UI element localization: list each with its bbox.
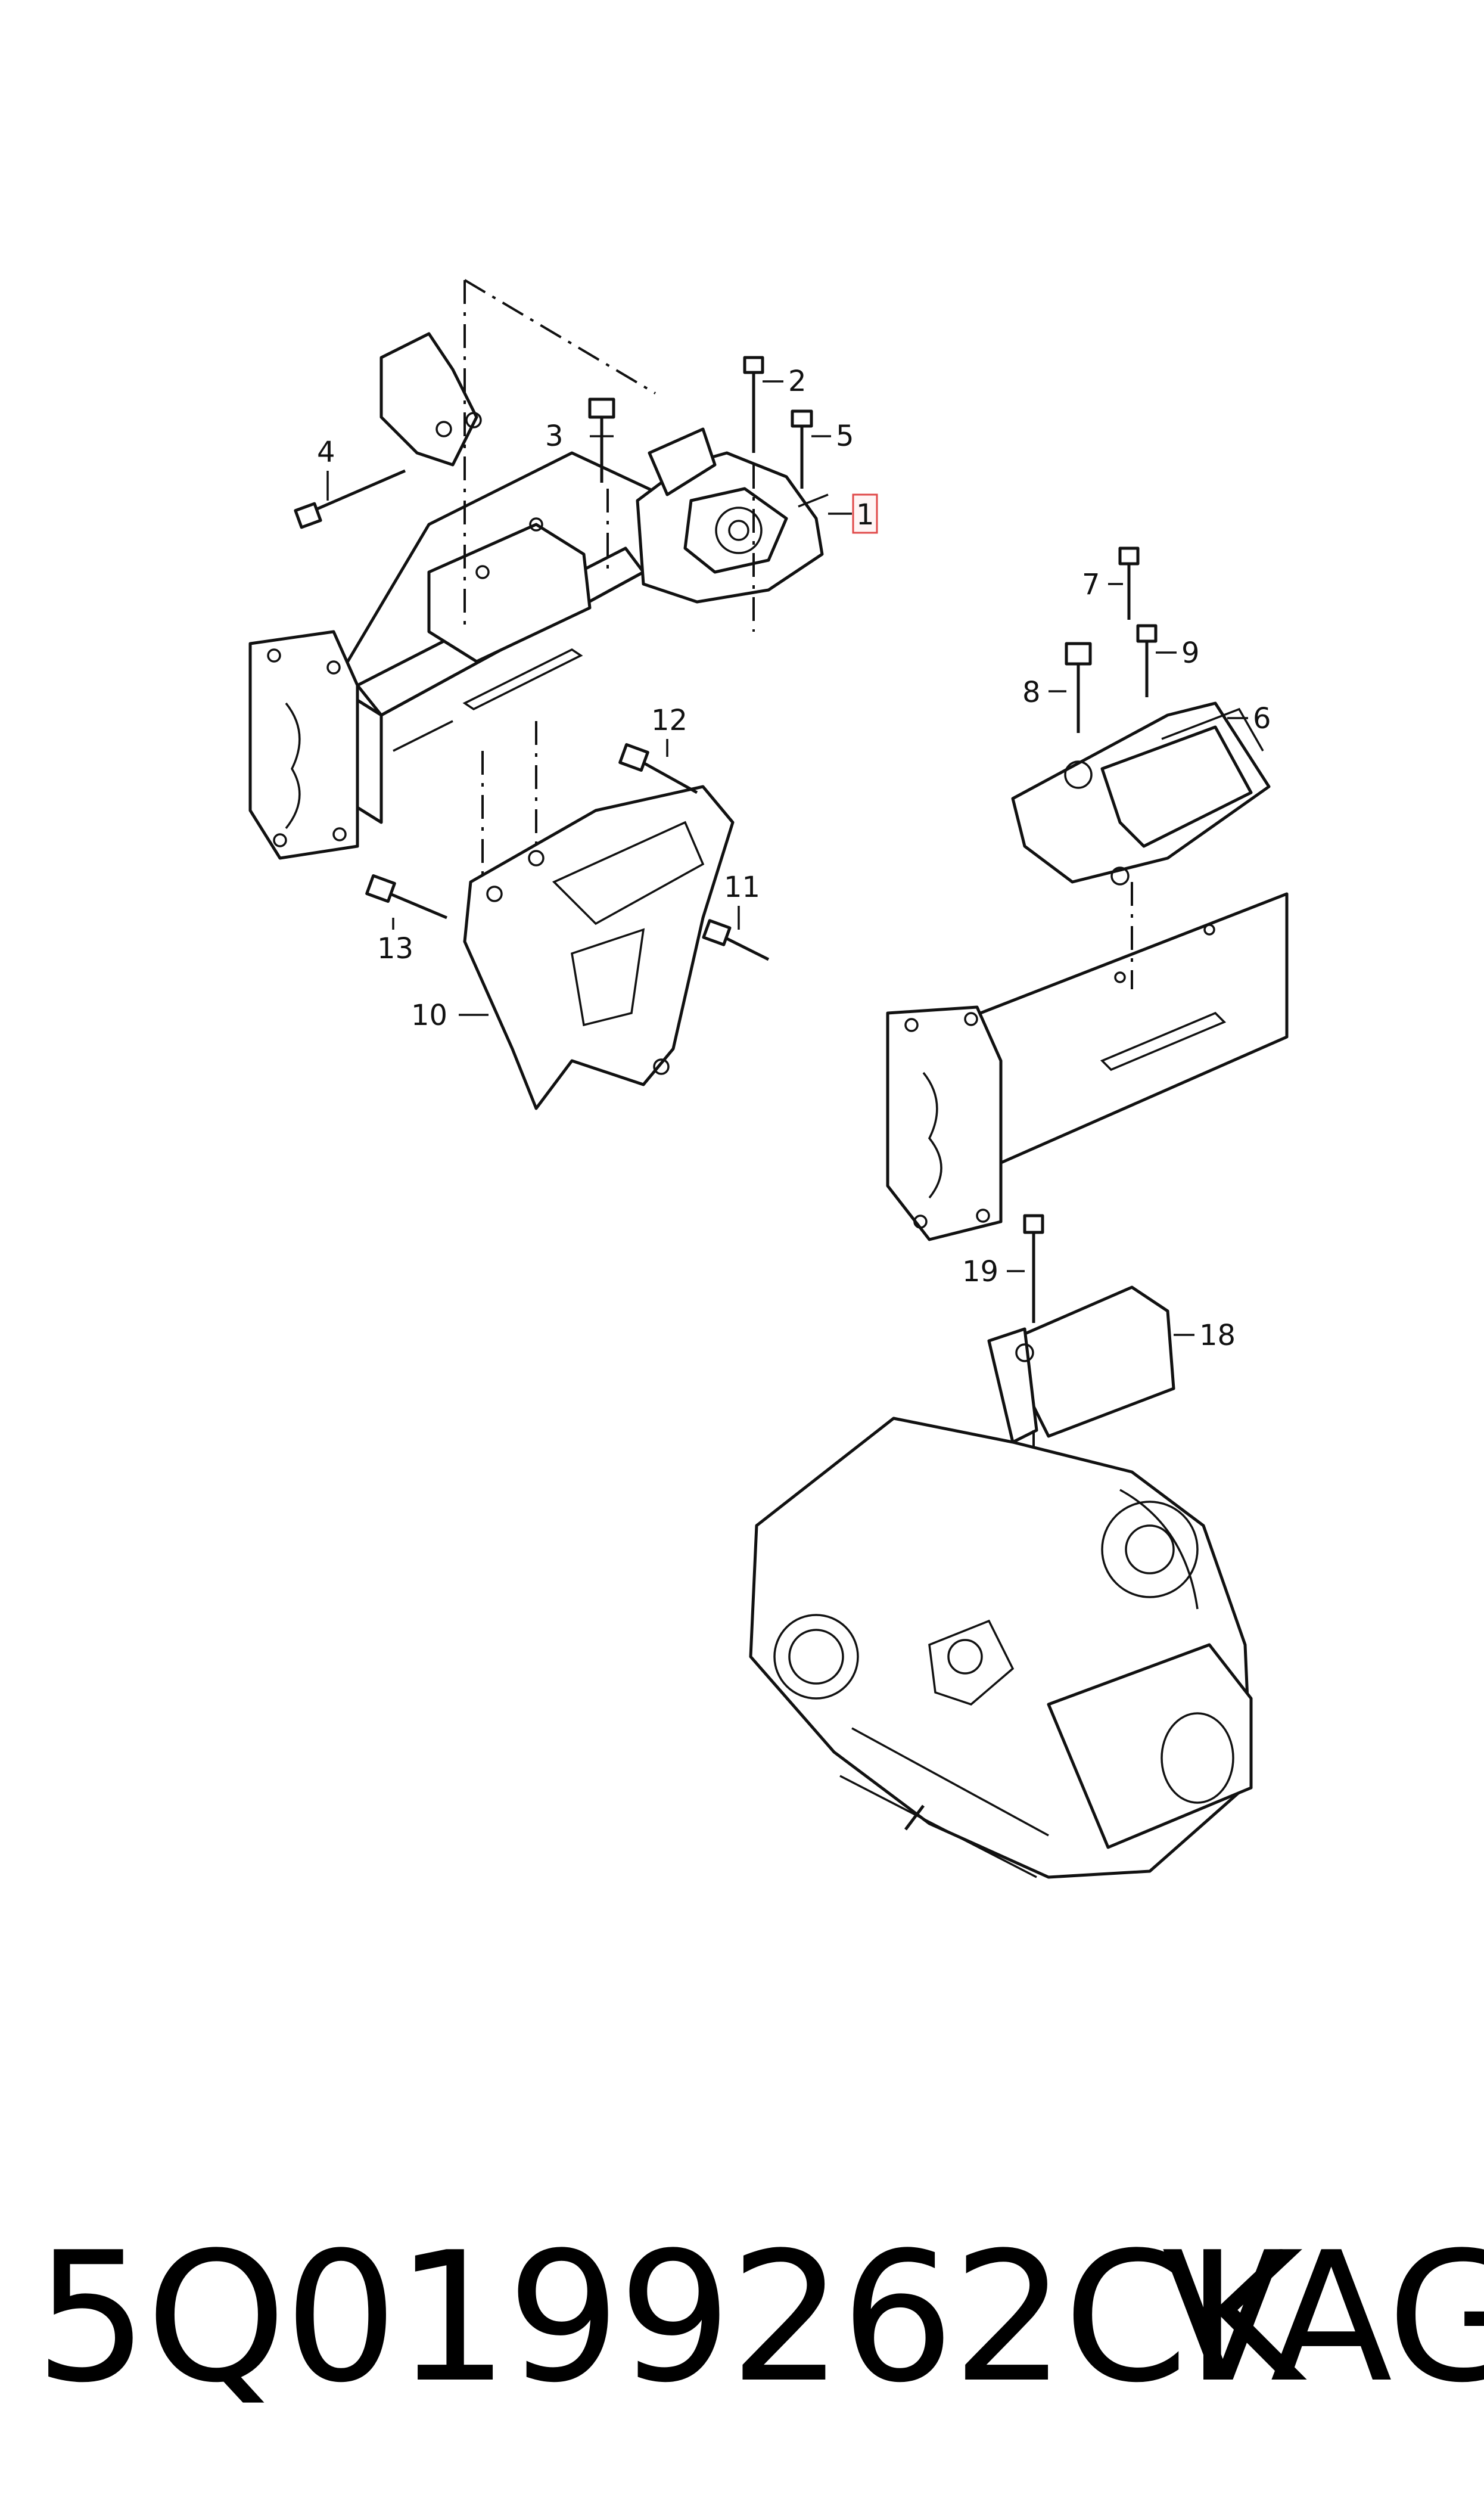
callout-19[interactable]: 19 — [962, 1255, 998, 1288]
gearbox-mount-part-6 — [1011, 701, 1271, 886]
brand-caption: VAG — [1162, 2214, 1484, 2422]
bolt-3 — [588, 397, 615, 483]
bolt-12 — [618, 743, 698, 794]
alignment-lines-left — [463, 279, 755, 894]
callout-13[interactable]: 13 — [377, 932, 413, 965]
bolt-13 — [365, 874, 447, 920]
callout-12[interactable]: 12 — [651, 704, 687, 737]
callout-4[interactable]: 4 — [317, 436, 335, 469]
bracket-part-18 — [987, 1285, 1175, 1444]
bolt-4 — [294, 469, 406, 529]
callout-7[interactable]: 7 — [1082, 568, 1100, 601]
bolt-9 — [1136, 624, 1158, 697]
beam-mount-bracket — [427, 517, 592, 663]
callout-10[interactable]: 10 — [411, 999, 447, 1032]
bolt-8 — [1065, 642, 1092, 733]
engine-side-bracket — [379, 332, 482, 467]
callout-5[interactable]: 5 — [836, 420, 854, 453]
bolt-7 — [1118, 546, 1140, 620]
bolt-19 — [1023, 1214, 1044, 1323]
bolt-5 — [791, 409, 813, 489]
bolt-11 — [702, 919, 770, 961]
exploded-parts-diagram: 1 2 3 4 5 6 7 8 9 10 11 12 13 18 19 — [248, 279, 1289, 1879]
callout-6[interactable]: 6 — [1253, 702, 1271, 735]
torque-support-bracket-part-10 — [463, 785, 735, 1110]
callout-2[interactable]: 2 — [788, 365, 807, 398]
callout-leaders — [326, 380, 1248, 1336]
callout-1-highlight — [852, 493, 878, 534]
callout-11[interactable]: 11 — [724, 871, 760, 904]
callout-8[interactable]: 8 — [1022, 676, 1041, 709]
callout-9[interactable]: 9 — [1181, 636, 1200, 670]
callout-3[interactable]: 3 — [545, 420, 564, 453]
part-number-caption: 5Q0199262CK — [35, 2214, 1303, 2422]
gearbox — [749, 1417, 1253, 1879]
engine-mount-part-1 — [636, 427, 829, 604]
bolt-2 — [743, 356, 764, 453]
right-subframe-beam — [886, 892, 1289, 1241]
callout-18[interactable]: 18 — [1199, 1319, 1236, 1352]
callout-1[interactable]: 1 — [856, 498, 875, 532]
